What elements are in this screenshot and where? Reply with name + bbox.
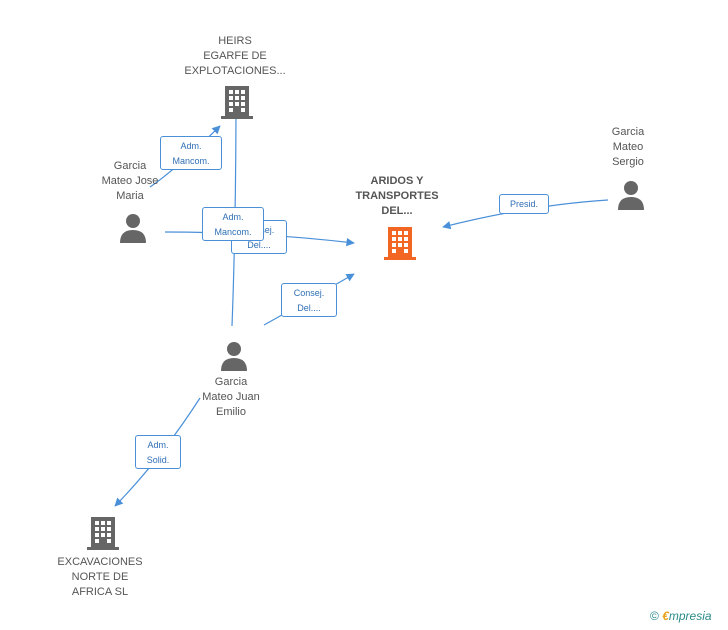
role-label-adm-solid: Adm. Solid. [135, 435, 181, 469]
copyright-symbol: © [650, 609, 659, 623]
person-icon[interactable] [118, 212, 148, 244]
building-icon[interactable] [384, 225, 416, 261]
node-label-excavaciones: EXCAVACIONES NORTE DE AFRICA SL [57, 556, 143, 598]
node-label-jose-maria: Garcia Mateo Jose Maria [101, 160, 159, 202]
role-label-adm-mancom: Adm. Mancom. [202, 207, 264, 241]
brand-name: mpresia [668, 609, 712, 623]
node-label-aridos: ARIDOS Y TRANSPORTES DEL... [355, 175, 439, 217]
role-label-presid: Presid. [499, 194, 549, 214]
person-icon[interactable] [616, 179, 646, 211]
node-label-juan-emilio: Garcia Mateo Juan Emilio [202, 376, 260, 418]
role-label-adm-mancom: Adm. Mancom. [160, 136, 222, 170]
building-icon[interactable] [221, 84, 253, 120]
building-icon[interactable] [87, 515, 119, 551]
brand-e-glyph: € [662, 609, 669, 623]
role-label-consej-del: Consej. Del.... [281, 283, 337, 317]
node-label-heirs: HEIRS EGARFE DE EXPLOTACIONES... [184, 35, 286, 77]
brand-logo[interactable]: © €mpresia [650, 609, 712, 623]
person-icon[interactable] [219, 340, 249, 372]
node-label-sergio: Garcia Mateo Sergio [611, 126, 645, 168]
